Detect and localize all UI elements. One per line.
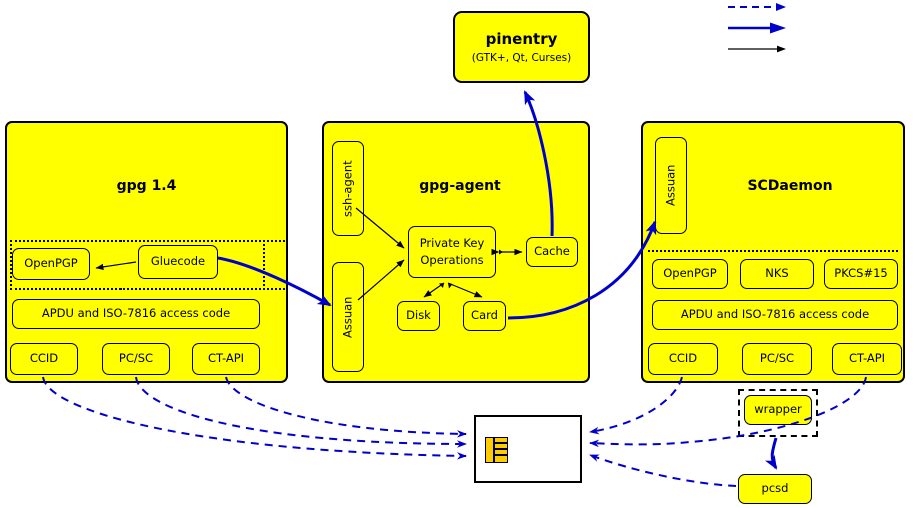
gpg-dotted-divider-bottom: [120, 288, 288, 290]
gpg-node-ctapi[interactable]: CT-API: [192, 343, 260, 375]
edge-gpg-ctapi-to-smartcard: [225, 376, 467, 438]
edge-pcscd-to-smartcard: [589, 454, 737, 487]
pinentry-box[interactable]: pinentry (GTK+, Qt, Curses): [453, 11, 590, 83]
dashed-arrow-icon: [728, 3, 786, 11]
scdaemon-node-pcsc[interactable]: PC/SC: [742, 343, 812, 375]
private-key-line-2: Operations: [420, 252, 484, 267]
pinentry-title: pinentry: [485, 30, 558, 48]
smartcard-chip-icon: [485, 437, 508, 463]
thin-arrow-icon: [728, 45, 786, 53]
gpg-node-openpgp[interactable]: OpenPGP: [12, 248, 90, 280]
scdaemon-node-ccid[interactable]: CCID: [648, 343, 718, 375]
scdaemon-node-assuan[interactable]: Assuan: [655, 137, 687, 234]
gpg-panel-title: gpg 1.4: [116, 178, 177, 194]
gpg-node-gluecode[interactable]: Gluecode: [138, 245, 218, 279]
scdaemon-node-nks[interactable]: NKS: [740, 259, 814, 289]
thick-arrow-icon: [728, 22, 786, 34]
external-node-wrapper[interactable]: wrapper: [744, 395, 812, 425]
gpg-agent-node-disk[interactable]: Disk: [397, 301, 440, 331]
gpg-agent-panel-title: gpg-agent: [419, 178, 501, 194]
edge-gpg-ccid-to-smartcard: [42, 376, 467, 460]
gpg-agent-node-cache[interactable]: Cache: [526, 237, 578, 267]
scdaemon-node-apdu[interactable]: APDU and ISO-7816 access code: [652, 300, 898, 330]
edge-scdaemon-ccid-to-smartcard: [589, 376, 683, 435]
gpg-dotted-divider-top: [120, 240, 288, 242]
gpg-node-apdu[interactable]: APDU and ISO-7816 access code: [12, 299, 260, 329]
gpg-node-pcsc[interactable]: PC/SC: [102, 343, 170, 375]
gpg-agent-node-card[interactable]: Card: [463, 301, 506, 331]
gpg-agent-node-private-key-operations[interactable]: Private Key Operations: [408, 226, 496, 278]
legend-item-alternative-access-paths: Alternative access paths: [728, 0, 914, 508]
private-key-line-1: Private Key: [419, 236, 485, 251]
scdaemon-node-pkcs15[interactable]: PKCS#15: [824, 259, 898, 289]
legend-item-internal-data-flow: Internal data flow: [728, 42, 914, 508]
gpg-agent-node-ssh-agent[interactable]: ssh-agent: [332, 141, 364, 236]
gpg-node-ccid[interactable]: CCID: [10, 343, 78, 375]
scdaemon-node-openpgp[interactable]: OpenPGP: [652, 259, 728, 289]
legend-item-ipc: IPC (pipe or socket): [728, 21, 914, 508]
scdaemon-dotted-divider: [648, 250, 898, 252]
scdaemon-panel-title: SCDaemon: [747, 178, 833, 194]
scdaemon-node-ctapi[interactable]: CT-API: [832, 343, 902, 375]
gpg-agent-node-assuan[interactable]: Assuan: [332, 262, 364, 372]
external-node-pcscd[interactable]: pcsd: [738, 474, 812, 504]
edge-gpg-pcsc-to-smartcard: [135, 376, 467, 448]
pinentry-subtitle: (GTK+, Qt, Curses): [471, 52, 572, 64]
